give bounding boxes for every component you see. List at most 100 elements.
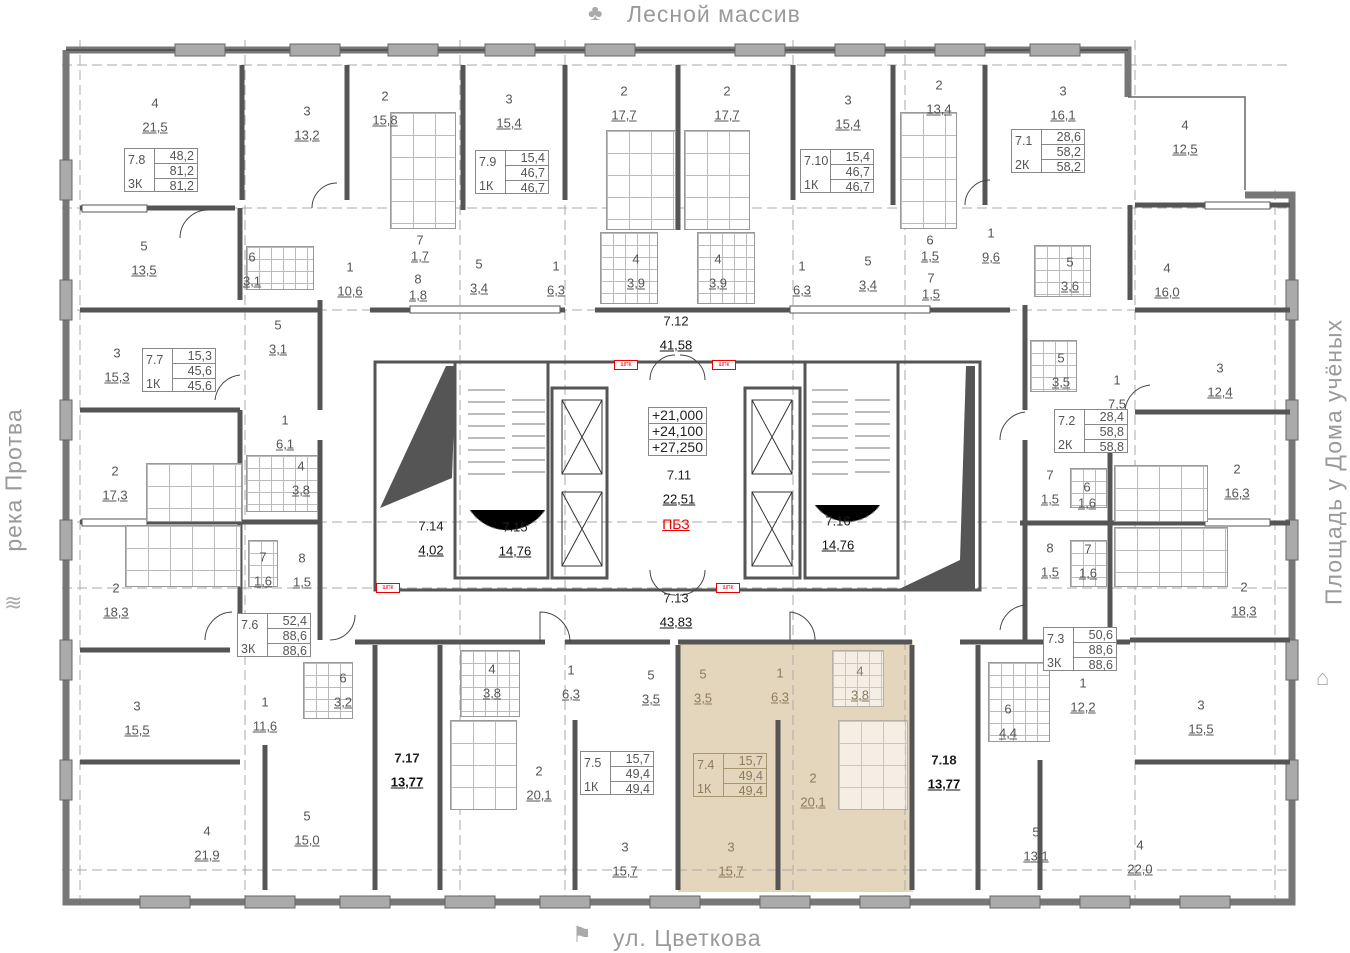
room-area: 18,3 xyxy=(1231,603,1257,619)
room-area: 3,5 xyxy=(693,690,713,706)
room-area: 13,1 xyxy=(1023,848,1049,864)
room-area: 11,6 xyxy=(252,718,278,734)
bathroom-tile xyxy=(1070,540,1107,587)
apartment-type: 1К xyxy=(476,179,506,193)
core xyxy=(373,360,982,592)
room-area: 9,6 xyxy=(981,249,1001,265)
room-number: 4 xyxy=(1136,837,1144,853)
elevators xyxy=(561,399,793,567)
corridor-id: 7.18 xyxy=(931,752,957,768)
room-number: 1 xyxy=(567,662,575,678)
room-number: 5 xyxy=(864,253,872,269)
room-area: 3,9 xyxy=(708,275,728,291)
room-number: 2 xyxy=(723,83,731,99)
apartment-type: 1К xyxy=(694,782,724,796)
room-area: 15,5 xyxy=(1188,721,1214,737)
apartment-number: 7.10 xyxy=(801,150,831,178)
room-number: 5 xyxy=(1057,350,1065,366)
total-area: 81,2 xyxy=(169,179,194,193)
bathroom-tile xyxy=(460,650,520,717)
elevation-mark: +27,250 xyxy=(652,439,703,455)
apartment-type: 2К xyxy=(1012,158,1042,172)
room-area: 4,4 xyxy=(998,725,1018,741)
room-area: 6,3 xyxy=(546,282,566,298)
room-number: 2 xyxy=(1240,579,1248,595)
shaft-left xyxy=(380,366,456,508)
room-number: 1 xyxy=(261,694,269,710)
room-number: 3 xyxy=(303,103,311,119)
living-area: 15,7 xyxy=(611,752,653,767)
corridor-area: 13,77 xyxy=(390,774,424,790)
room-area: 16,3 xyxy=(1224,485,1250,501)
room-area: 3,8 xyxy=(291,482,311,498)
bathroom-tile xyxy=(246,246,314,290)
room-number: 5 xyxy=(699,666,707,682)
room-number: 5 xyxy=(140,238,148,254)
room-area: 16,1 xyxy=(1050,107,1076,123)
corridor-id: 7.12 xyxy=(663,313,689,329)
room-number: 4 xyxy=(856,663,864,679)
room-area: 12,4 xyxy=(1207,384,1233,400)
apartment-number: 7.9 xyxy=(476,151,506,179)
room-number: 8 xyxy=(414,271,422,287)
kitchen-tile xyxy=(1114,465,1208,522)
room-area: 12,5 xyxy=(1172,141,1198,157)
kitchen-tile xyxy=(125,525,241,587)
elevation-mark: +21,000 xyxy=(649,408,706,424)
total-area: 58,2 xyxy=(1056,160,1081,174)
room-area: 6,3 xyxy=(561,686,581,702)
orientation-top: Лесной массив xyxy=(627,1,801,27)
room-number: 4 xyxy=(632,251,640,267)
room-number: 8 xyxy=(1046,540,1054,556)
room-area: 1,7 xyxy=(410,248,430,264)
room-number: 2 xyxy=(535,763,543,779)
total-area: 46,7 xyxy=(506,166,548,181)
total-area: 46,7 xyxy=(845,180,870,194)
corridor-area: 41,58 xyxy=(659,337,693,353)
corridor-area: 14,76 xyxy=(498,543,532,559)
room-number: 5 xyxy=(475,256,483,272)
apartment-number: 7.4 xyxy=(694,754,724,782)
river-waves-icon: ≋ xyxy=(4,590,23,615)
corridor-area: 13,77 xyxy=(927,776,961,792)
room-area: 6,1 xyxy=(275,436,295,452)
bathroom-tile xyxy=(1070,468,1107,508)
room-number: 2 xyxy=(809,770,817,786)
bathroom-tile xyxy=(988,662,1050,742)
total-area: 49,4 xyxy=(611,767,653,782)
room-area: 7,5 xyxy=(1107,396,1127,412)
corridor-id: 7.14 xyxy=(418,518,444,534)
apartment-number: 7.8 xyxy=(125,149,155,177)
fire-hydrant-cabinet: ШПК xyxy=(614,360,638,370)
room-number: 3 xyxy=(1197,697,1205,713)
room-number: 6 xyxy=(926,232,934,248)
apartment-type: 3К xyxy=(1044,656,1074,670)
apartment-number: 7.6 xyxy=(238,614,268,642)
kitchen-tile xyxy=(606,130,676,230)
room-area: 16,0 xyxy=(1154,284,1180,300)
room-area: 12,2 xyxy=(1070,699,1096,715)
room-area: 3,4 xyxy=(469,280,489,296)
corridor-id: 7.11 xyxy=(666,467,692,483)
room-area: 1,6 xyxy=(1077,495,1097,511)
building-icon: ⌂ xyxy=(1316,665,1330,690)
room-number: 6 xyxy=(339,670,347,686)
room-area: 1,6 xyxy=(253,573,273,589)
living-area: 15,3 xyxy=(173,349,215,364)
room-number: 3 xyxy=(1059,83,1067,99)
apartment-type: 1К xyxy=(801,178,831,192)
hatched-walls xyxy=(81,201,1271,527)
room-area: 15,4 xyxy=(835,116,861,132)
total-area: 58,2 xyxy=(1042,145,1084,160)
room-area: 18,3 xyxy=(103,604,129,620)
